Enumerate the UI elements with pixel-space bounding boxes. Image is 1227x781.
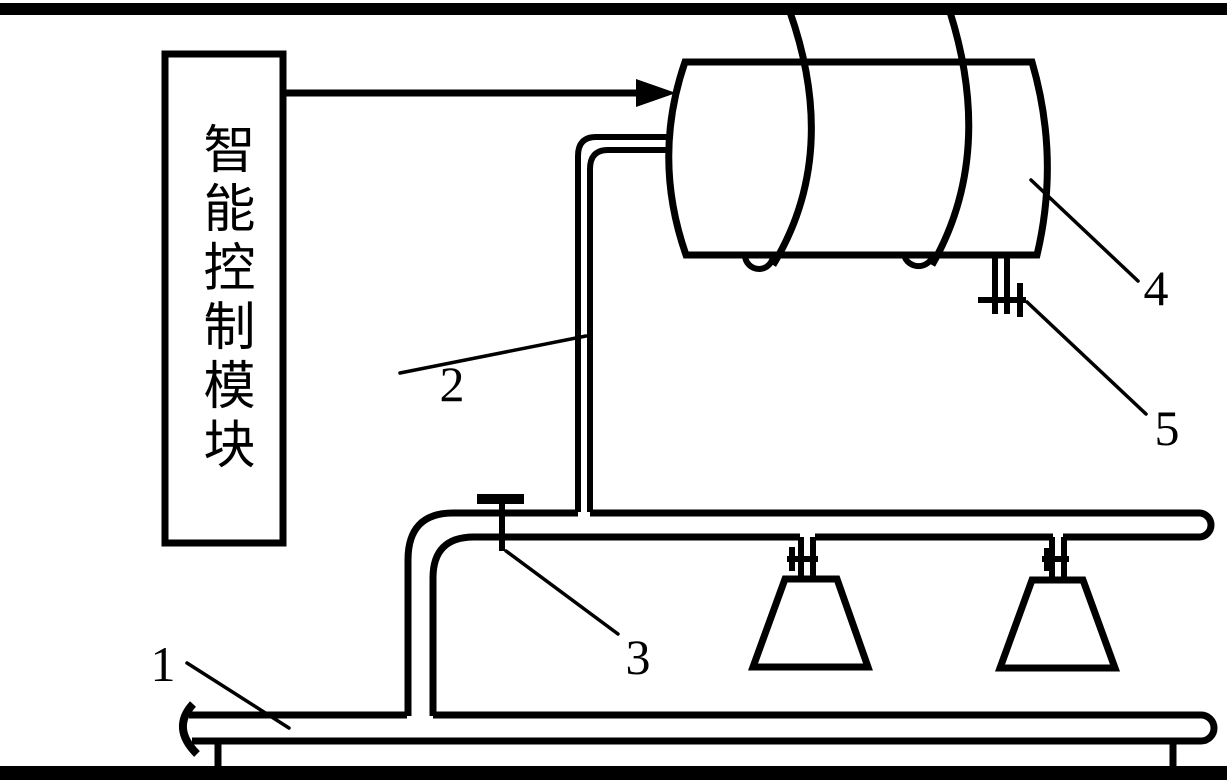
control-module-box [161, 50, 287, 547]
base-pipe-body [189, 711, 1218, 745]
valve-3 [477, 494, 524, 551]
ref-label-4: 4 [1144, 260, 1169, 316]
leader-lines [185, 178, 1148, 730]
ref-label-1: 1 [151, 636, 176, 692]
tank-4 [665, 10, 1051, 272]
base-pipe-1 [179, 701, 1218, 768]
main-pipe-inner-line [429, 509, 1215, 716]
tank-strap-lug-1 [742, 254, 776, 272]
tank-body [665, 58, 1051, 259]
leader-line-4 [1029, 178, 1140, 283]
drain-valve-5 [978, 255, 1026, 317]
main-pipe [404, 509, 1215, 716]
control-module-label: 智能控制模块 [194, 121, 254, 476]
leader-line-1 [185, 661, 291, 730]
control-module-label-wrap: 智能控制模块 [165, 54, 283, 543]
tank-strap-2 [928, 10, 973, 267]
ref-label-5: 5 [1155, 400, 1180, 456]
tank-strap-1 [770, 10, 815, 267]
riser-pipe-outer-line [575, 134, 679, 512]
leader-line-2 [398, 334, 588, 375]
main-pipe-outer-line [404, 509, 578, 716]
tank-strap-lug-2 [901, 253, 936, 270]
sprinkler-2-funnel [995, 576, 1120, 672]
bottom-border-bar [0, 766, 1227, 780]
signal-arrow [283, 79, 676, 107]
sprinkler-1 [748, 537, 873, 671]
top-border-bar [0, 3, 1227, 15]
leader-line-3 [504, 549, 620, 636]
sprinkler-2 [995, 537, 1120, 672]
riser-pipe-2 [575, 134, 679, 512]
signal-arrowhead-icon [636, 79, 676, 107]
ref-label-2: 2 [440, 356, 465, 412]
leader-line-5 [1025, 300, 1148, 416]
ref-label-3: 3 [626, 629, 651, 685]
sprinkler-1-funnel [748, 575, 873, 671]
base-pipe-open-end-cap [179, 701, 200, 757]
riser-pipe-inner-line [587, 147, 679, 512]
